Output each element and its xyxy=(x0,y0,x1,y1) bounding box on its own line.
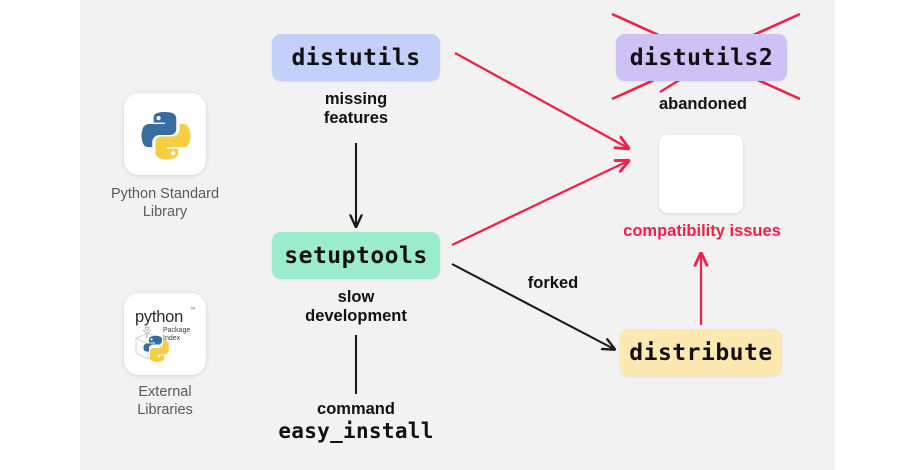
svg-text:python: python xyxy=(135,308,183,326)
pypi-logo-icon: python ™ Package Index xyxy=(135,307,196,363)
node-distutils2-label: distutils2 xyxy=(629,44,774,71)
edge-label-command: command xyxy=(317,400,395,418)
edge-label-easy-install: easy_install xyxy=(278,419,434,443)
svg-text:Index: Index xyxy=(163,335,181,342)
node-distutils[interactable]: distutils xyxy=(272,34,440,81)
edge-label-abandoned: abandoned xyxy=(658,95,747,113)
svg-text:Package: Package xyxy=(163,327,190,334)
node-distribute[interactable]: distribute xyxy=(620,329,782,376)
python-logo-icon xyxy=(141,112,191,160)
edge-label-forked: forked xyxy=(527,274,579,292)
node-distribute-label: distribute xyxy=(629,339,773,366)
python-logo-caption: Python Standard Library xyxy=(110,186,220,220)
node-distutils-label: distutils xyxy=(291,44,421,71)
node-empty-placeholder[interactable] xyxy=(659,135,743,213)
node-setuptools-label: setuptools xyxy=(284,242,428,269)
edge-label-compatibility-issues: compatibility issues xyxy=(623,222,781,240)
node-distutils2[interactable]: distutils2 xyxy=(616,34,787,81)
svg-text:™: ™ xyxy=(190,307,196,313)
python-logo-tile[interactable] xyxy=(124,93,206,175)
node-setuptools[interactable]: setuptools xyxy=(272,232,440,279)
edge-label-missing-features: missing features xyxy=(323,90,389,127)
pypi-logo-tile[interactable]: python ™ Package Index xyxy=(124,293,206,375)
edge-label-slow-development: slow development xyxy=(305,288,407,325)
pypi-logo-caption: External Libraries xyxy=(137,384,193,418)
